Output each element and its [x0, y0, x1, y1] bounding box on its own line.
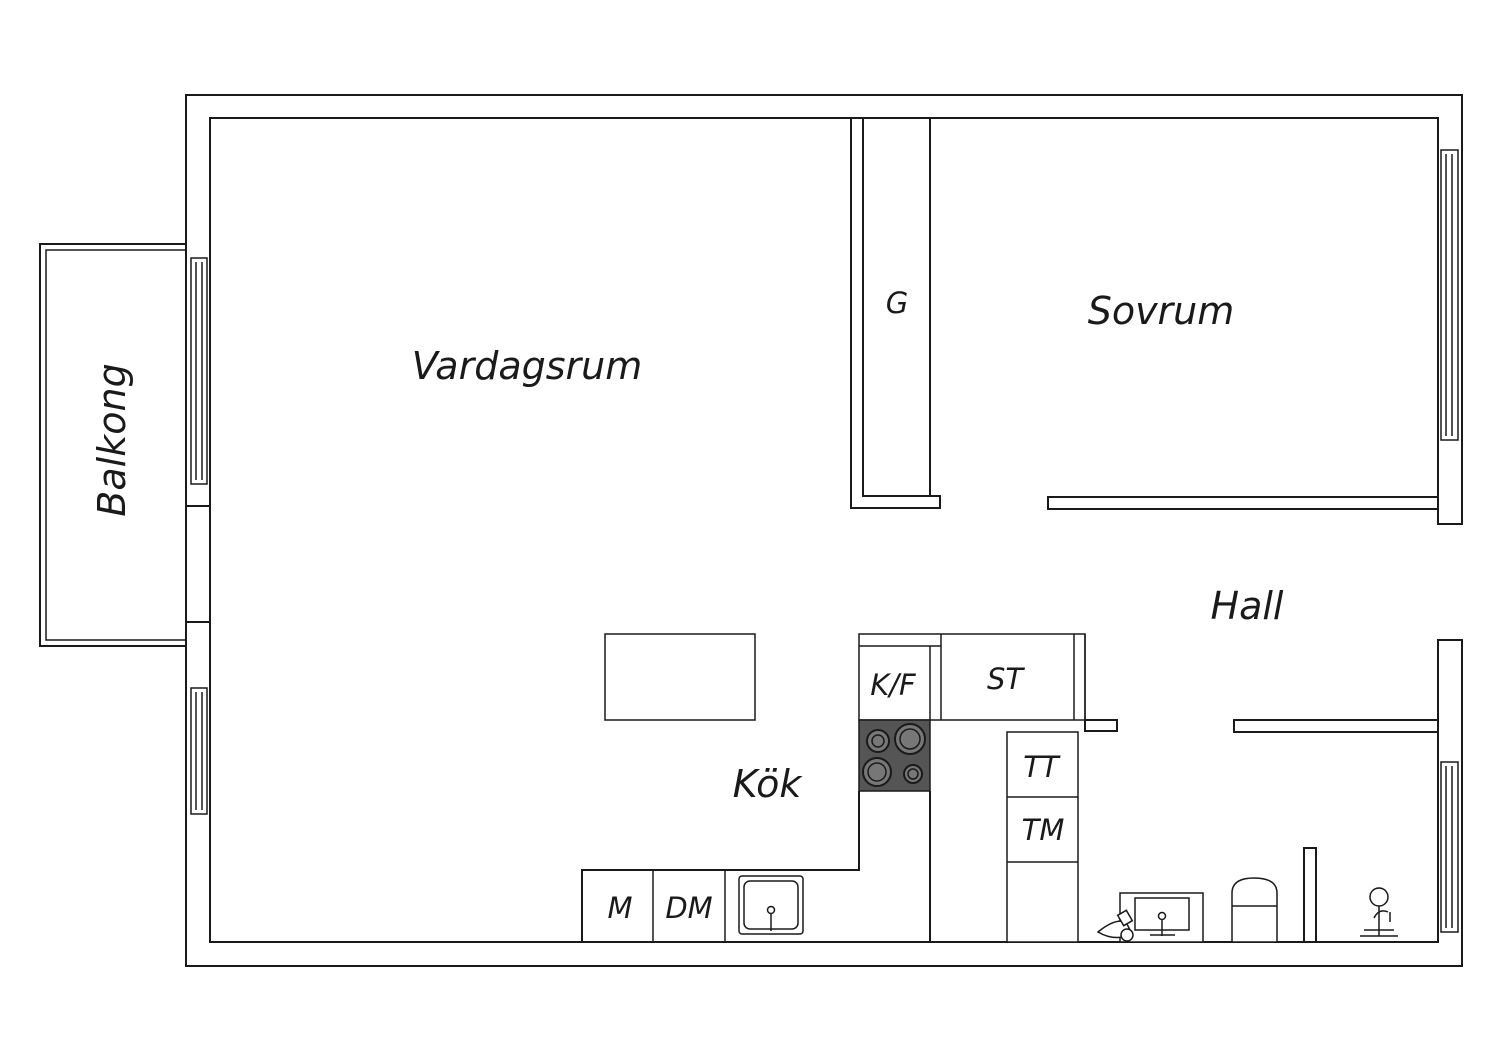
label-wardrobe: G [886, 286, 908, 320]
label-bedroom: Sovrum [1088, 289, 1235, 333]
outer-walls [185, 94, 1463, 967]
label-hall: Hall [1211, 584, 1284, 628]
wall-living-wardrobe [850, 117, 941, 509]
shower-wall [1303, 847, 1317, 943]
label-living-room: Vardagsrum [412, 344, 643, 388]
label-dryer: TT [1023, 750, 1061, 784]
east-wall-gap [1437, 525, 1464, 639]
balcony-door-opening [187, 506, 209, 622]
wall-bathroom-top [1233, 719, 1439, 733]
stove-hob [858, 719, 931, 792]
bathroom-fixtures [1096, 877, 1278, 943]
balcony [39, 243, 187, 647]
label-washer: TM [1022, 813, 1065, 847]
label-microwave: M [607, 891, 632, 925]
laundry-column [1006, 731, 1079, 943]
label-dishwasher: DM [665, 891, 712, 925]
kitchen-sink [738, 875, 804, 935]
label-fridge-freezer: K/F [870, 668, 917, 702]
window-west-upper [190, 257, 208, 485]
label-storage: ST [987, 662, 1025, 696]
window-east-upper [1440, 149, 1459, 441]
window-east-lower [1440, 761, 1459, 933]
window-west-lower [190, 687, 208, 815]
label-balcony: Balkong [90, 363, 134, 516]
wall-bedroom-hall [1047, 496, 1462, 525]
kitchen-counter [581, 791, 931, 942]
kitchen-upper-block [858, 633, 1118, 732]
shower-fixture [1360, 887, 1398, 937]
label-kitchen: Kök [733, 762, 804, 806]
kitchen-island [604, 633, 756, 721]
